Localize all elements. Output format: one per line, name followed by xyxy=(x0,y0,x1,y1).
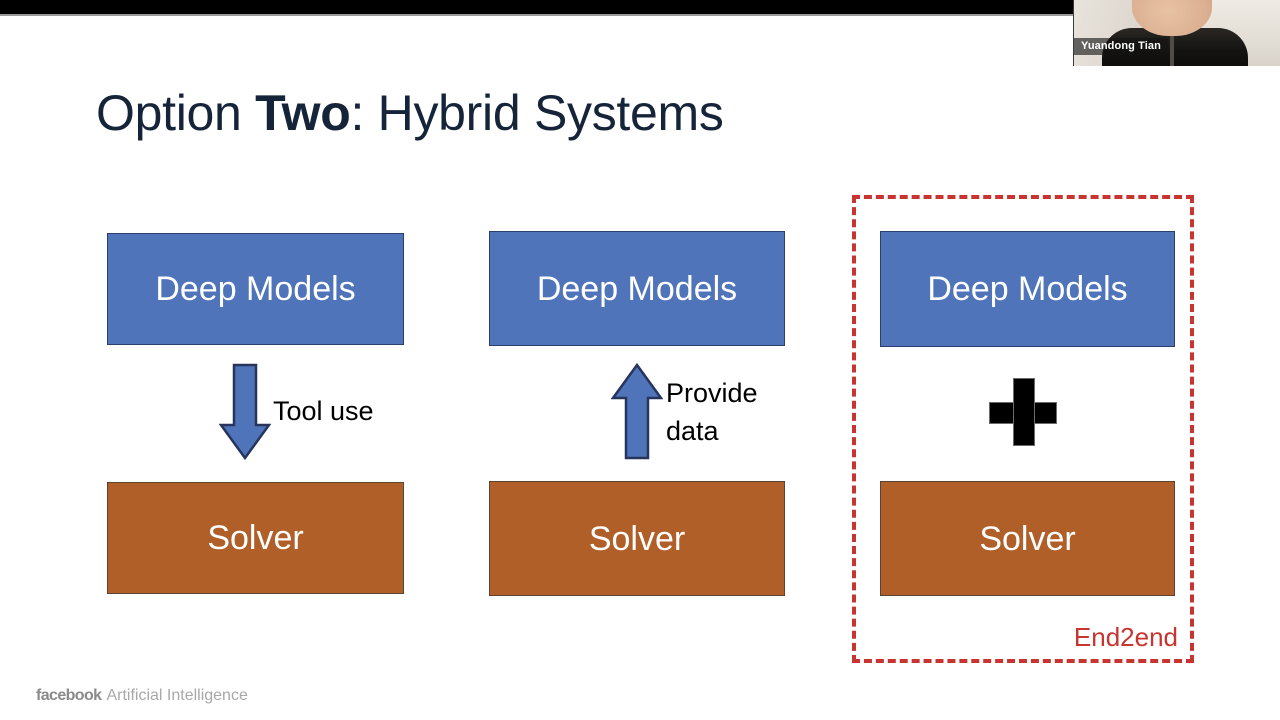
solver-label: Solver xyxy=(207,519,304,557)
tool-use-caption: Tool use xyxy=(273,396,374,426)
provide-data-line2: data xyxy=(666,416,719,446)
provide-data-line1: Provide xyxy=(666,378,758,408)
deep-models-box-col2[interactable]: Deep Models xyxy=(489,231,785,346)
title-suffix: : Hybrid Systems xyxy=(350,85,724,141)
webcam-participant-name: Yuandong Tian xyxy=(1074,38,1168,55)
title-emphasis: Two xyxy=(255,85,351,141)
presentation-top-bar xyxy=(0,0,1280,14)
arrow-up-icon xyxy=(611,363,663,460)
solver-box-col1[interactable]: Solver xyxy=(107,482,404,594)
solver-label: Solver xyxy=(979,519,1076,558)
deep-models-label: Deep Models xyxy=(927,270,1128,308)
provide-data-caption: Provide data xyxy=(666,374,758,450)
end2end-highlight-frame: End2end xyxy=(852,195,1194,663)
deep-models-label: Deep Models xyxy=(536,269,738,308)
plus-vertical-bar xyxy=(1013,378,1035,446)
top-bar-divider xyxy=(0,14,1280,16)
deep-models-label: Deep Models xyxy=(155,270,356,308)
end2end-label: End2end xyxy=(1073,622,1178,652)
title-prefix: Option xyxy=(96,85,256,141)
deep-models-box-col1[interactable]: Deep Models xyxy=(107,233,404,345)
slide-title: Option Two: Hybrid Systems xyxy=(96,84,724,142)
facebook-wordmark: facebook xyxy=(36,687,102,704)
arrow-down-icon xyxy=(219,363,271,460)
deep-models-box-col3[interactable]: Deep Models xyxy=(880,231,1175,347)
solver-box-col2[interactable]: Solver xyxy=(489,481,785,596)
webcam-jacket-zipper xyxy=(1170,34,1174,66)
solver-label: Solver xyxy=(588,519,686,558)
plus-sign-icon xyxy=(989,378,1057,446)
footer-subtitle: Artificial Intelligence xyxy=(106,687,248,704)
webcam-video-tile[interactable]: Yuandong Tian xyxy=(1073,0,1280,66)
solver-box-col3[interactable]: Solver xyxy=(880,481,1175,596)
